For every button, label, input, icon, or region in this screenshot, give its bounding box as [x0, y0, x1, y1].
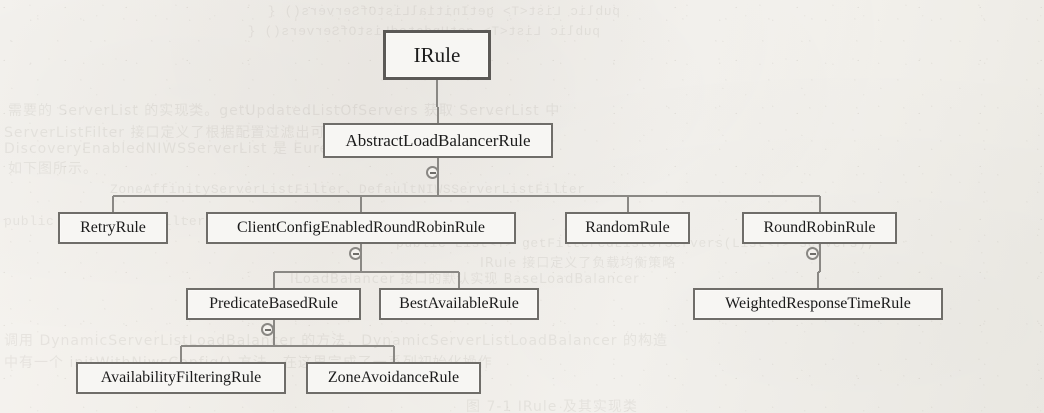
edge-bus	[437, 106, 438, 108]
edge-stem	[437, 158, 439, 196]
class-node-label: WeightedResponseTimeRule	[725, 295, 911, 312]
edge-branch	[393, 346, 395, 362]
edge-bus	[113, 195, 820, 197]
edge-bus	[181, 345, 394, 347]
edge-branch	[360, 196, 362, 212]
edge-branch	[627, 196, 629, 212]
collapse-toggle-icon-roundrobin[interactable]	[806, 247, 819, 260]
class-node-label: ClientConfigEnabledRoundRobinRule	[237, 219, 485, 236]
class-node-bestavail[interactable]: BestAvailableRule	[379, 288, 539, 320]
edge-branch	[819, 196, 821, 212]
edge-stem	[436, 80, 438, 107]
edge-stem	[819, 244, 821, 272]
collapse-toggle-icon-clientconfig[interactable]	[349, 247, 362, 260]
edge-stem	[273, 320, 275, 346]
class-node-clientconfig[interactable]: ClientConfigEnabledRoundRobinRule	[206, 212, 516, 244]
class-node-label: AvailabilityFilteringRule	[100, 369, 262, 386]
edge-bus	[818, 271, 820, 273]
class-node-label: RetryRule	[80, 219, 146, 236]
class-node-label: RandomRule	[585, 219, 670, 236]
edge-branch	[437, 107, 439, 123]
edge-bus	[274, 271, 459, 273]
class-node-label: BestAvailableRule	[399, 295, 519, 312]
class-node-abstract[interactable]: AbstractLoadBalancerRule	[323, 123, 553, 158]
class-node-predicate[interactable]: PredicateBasedRule	[186, 288, 361, 320]
class-node-label: RoundRobinRule	[763, 219, 876, 236]
class-node-label: ZoneAvoidanceRule	[327, 369, 460, 386]
class-node-random[interactable]: RandomRule	[565, 212, 690, 244]
edge-branch	[273, 272, 275, 288]
edge-branch	[458, 272, 460, 288]
class-node-irule[interactable]: IRule	[383, 30, 491, 80]
class-node-weighted[interactable]: WeightedResponseTimeRule	[693, 288, 943, 320]
class-node-label: PredicateBasedRule	[209, 295, 338, 312]
edge-branch	[817, 272, 819, 288]
collapse-toggle-icon-predicate[interactable]	[261, 323, 274, 336]
class-node-availability[interactable]: AvailabilityFilteringRule	[76, 362, 286, 394]
class-node-label: IRule	[413, 42, 461, 67]
class-node-zoneavoid[interactable]: ZoneAvoidanceRule	[306, 362, 481, 394]
collapse-toggle-icon-abstract[interactable]	[426, 166, 439, 179]
edge-branch	[180, 346, 182, 362]
class-node-label: AbstractLoadBalancerRule	[345, 131, 531, 150]
class-node-roundrobin[interactable]: RoundRobinRule	[742, 212, 897, 244]
edge-branch	[112, 196, 114, 212]
class-node-retry[interactable]: RetryRule	[58, 212, 168, 244]
